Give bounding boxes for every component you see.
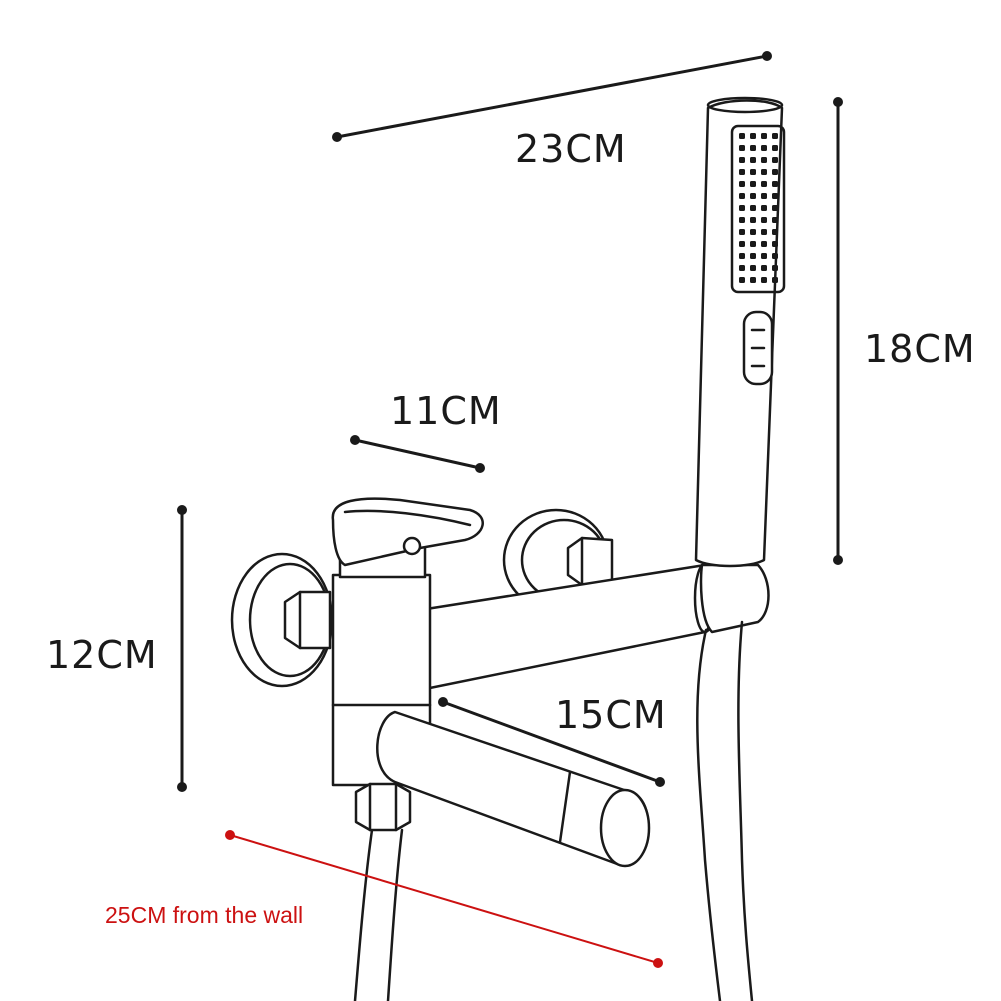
spray-nozzle [739, 133, 745, 139]
dimension-label-23cm: 23CM [515, 127, 627, 171]
spray-nozzle [772, 145, 778, 151]
spray-nozzle [772, 277, 778, 283]
spray-nozzle [739, 265, 745, 271]
dimension-label-11cm: 11CM [390, 389, 502, 433]
spray-nozzle [739, 145, 745, 151]
spray-nozzle [761, 157, 767, 163]
spray-nozzle [739, 241, 745, 247]
dimension-12cm: 12CM [46, 505, 187, 792]
spray-nozzle [772, 157, 778, 163]
mixer-lever [331, 497, 484, 567]
handshower-holder [699, 563, 770, 634]
spray-nozzle [761, 145, 767, 151]
spray-nozzle [739, 205, 745, 211]
spray-nozzle [772, 193, 778, 199]
spray-nozzle [750, 193, 756, 199]
spray-nozzle [750, 277, 756, 283]
dimension-18cm: 18CM [833, 97, 976, 565]
spray-nozzle [739, 253, 745, 259]
dimension-15cm: 15CM [438, 693, 667, 787]
spray-nozzle [739, 193, 745, 199]
spray-nozzle [750, 157, 756, 163]
spray-nozzle [772, 133, 778, 139]
spray-nozzle [761, 133, 767, 139]
handshower [694, 96, 786, 568]
spray-nozzle [750, 241, 756, 247]
shower-hose [353, 620, 754, 1001]
spray-nozzle [739, 181, 745, 187]
faucet-drawing [230, 96, 786, 1001]
spray-nozzle [761, 181, 767, 187]
spray-nozzle [739, 277, 745, 283]
spray-nozzle [750, 145, 756, 151]
spray-nozzle [761, 205, 767, 211]
spray-nozzle [750, 217, 756, 223]
bath-spout [376, 710, 651, 868]
left-wall-flange [230, 552, 334, 688]
spray-nozzle [761, 169, 767, 175]
spray-nozzle [750, 169, 756, 175]
spray-nozzle [761, 241, 767, 247]
spray-nozzle [750, 181, 756, 187]
spray-nozzle [761, 253, 767, 259]
spray-nozzle [772, 181, 778, 187]
dimension-label-wall-distance: 25CM from the wall [105, 902, 303, 928]
hose-connector-nut [354, 782, 412, 832]
dimension-label-18cm: 18CM [864, 327, 976, 371]
spray-nozzle [739, 229, 745, 235]
spray-nozzle [739, 157, 745, 163]
spray-nozzle [739, 169, 745, 175]
spray-nozzle [761, 193, 767, 199]
spray-nozzles [739, 133, 778, 283]
spray-nozzle [772, 265, 778, 271]
spray-nozzle [750, 229, 756, 235]
spray-nozzle [761, 217, 767, 223]
spray-nozzle [772, 229, 778, 235]
spray-nozzle [761, 229, 767, 235]
dimension-label-15cm: 15CM [555, 693, 667, 737]
spray-nozzle [761, 265, 767, 271]
dimension-23cm: 23CM [332, 51, 772, 171]
spray-nozzle [772, 169, 778, 175]
spray-nozzle [750, 253, 756, 259]
dimension-label-12cm: 12CM [46, 633, 158, 677]
spray-nozzle [772, 205, 778, 211]
spray-nozzle [750, 265, 756, 271]
spray-nozzle [750, 205, 756, 211]
spray-nozzle [772, 241, 778, 247]
spray-nozzle [761, 277, 767, 283]
spray-nozzle [750, 133, 756, 139]
spray-nozzle [739, 217, 745, 223]
spray-nozzle [772, 217, 778, 223]
dimension-11cm: 11CM [350, 389, 502, 473]
spray-nozzle [772, 253, 778, 259]
dimension-25cm-wall: 25CM from the wall [105, 830, 663, 968]
